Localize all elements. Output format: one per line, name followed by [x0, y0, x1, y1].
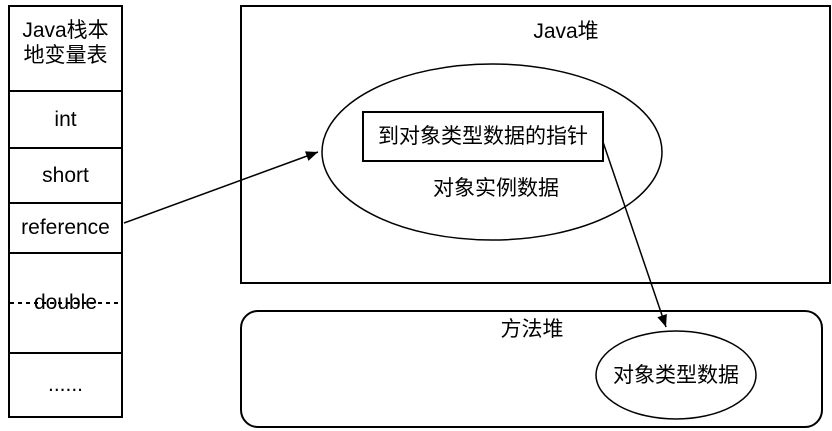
- stack-cell-short: short: [10, 147, 121, 202]
- stack-cell-reference: reference: [10, 202, 121, 252]
- stack-table-header-line1: Java栈本: [22, 19, 109, 42]
- pointer-to-type-data-label: 到对象类型数据的指针: [378, 124, 588, 148]
- stack-cell-label: double: [33, 291, 98, 315]
- double-slot-dashed-divider: [10, 302, 121, 304]
- stack-table-header-line2: 地变量表: [23, 44, 108, 67]
- object-instance-data-label: 对象实例数据: [433, 177, 559, 200]
- stack-cell-ellipsis: ......: [10, 352, 121, 416]
- stack-cell-double: double: [10, 252, 121, 352]
- stack-table-header: Java栈本 地变量表: [10, 7, 121, 90]
- pointer-to-type-data-box: 到对象类型数据的指针: [362, 111, 604, 162]
- stack-cell-label: ......: [47, 373, 83, 397]
- stack-local-variable-table: Java栈本 地变量表 int short reference double .…: [8, 5, 123, 418]
- stack-cell-label: int: [54, 107, 77, 131]
- stack-cell-int: int: [10, 90, 121, 147]
- stack-cell-label: reference: [21, 216, 110, 240]
- object-type-data-label: 对象类型数据: [613, 364, 739, 387]
- method-area-title: 方法堆: [500, 318, 564, 341]
- java-heap-title: Java堆: [533, 20, 599, 43]
- stack-cell-label: short: [42, 163, 89, 187]
